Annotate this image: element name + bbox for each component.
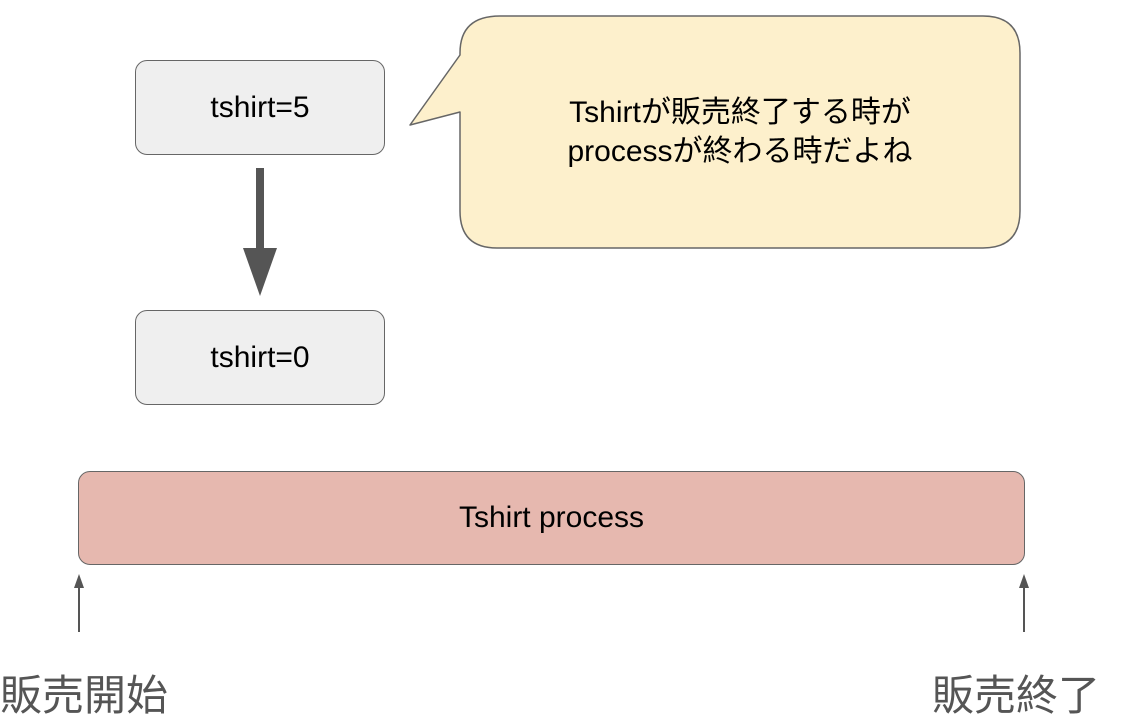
- state-label: tshirt=0: [210, 340, 310, 374]
- process-label: Tshirt process: [458, 501, 645, 534]
- start-marker-arrowhead: [74, 574, 84, 588]
- sales-end-label: 販売終了: [932, 672, 1101, 719]
- end-marker-arrowhead: [1019, 574, 1029, 588]
- callout-line: Tshirtが販売終了する時が: [569, 96, 911, 129]
- transition-arrow-head: [243, 248, 277, 296]
- sales-start-label: 販売開始: [0, 672, 169, 719]
- state-box-tshirt-0: tshirt=0: [135, 310, 385, 405]
- callout-text: Tshirtが販売終了する時が processが終わる時だよね: [462, 18, 1018, 246]
- callout-bubble: [409, 15, 1021, 249]
- state-box-tshirt-5: tshirt=5: [135, 60, 385, 155]
- state-label: tshirt=5: [210, 90, 310, 124]
- process-bar: Tshirt process: [78, 471, 1025, 565]
- callout-line: processが終わる時だよね: [567, 135, 913, 168]
